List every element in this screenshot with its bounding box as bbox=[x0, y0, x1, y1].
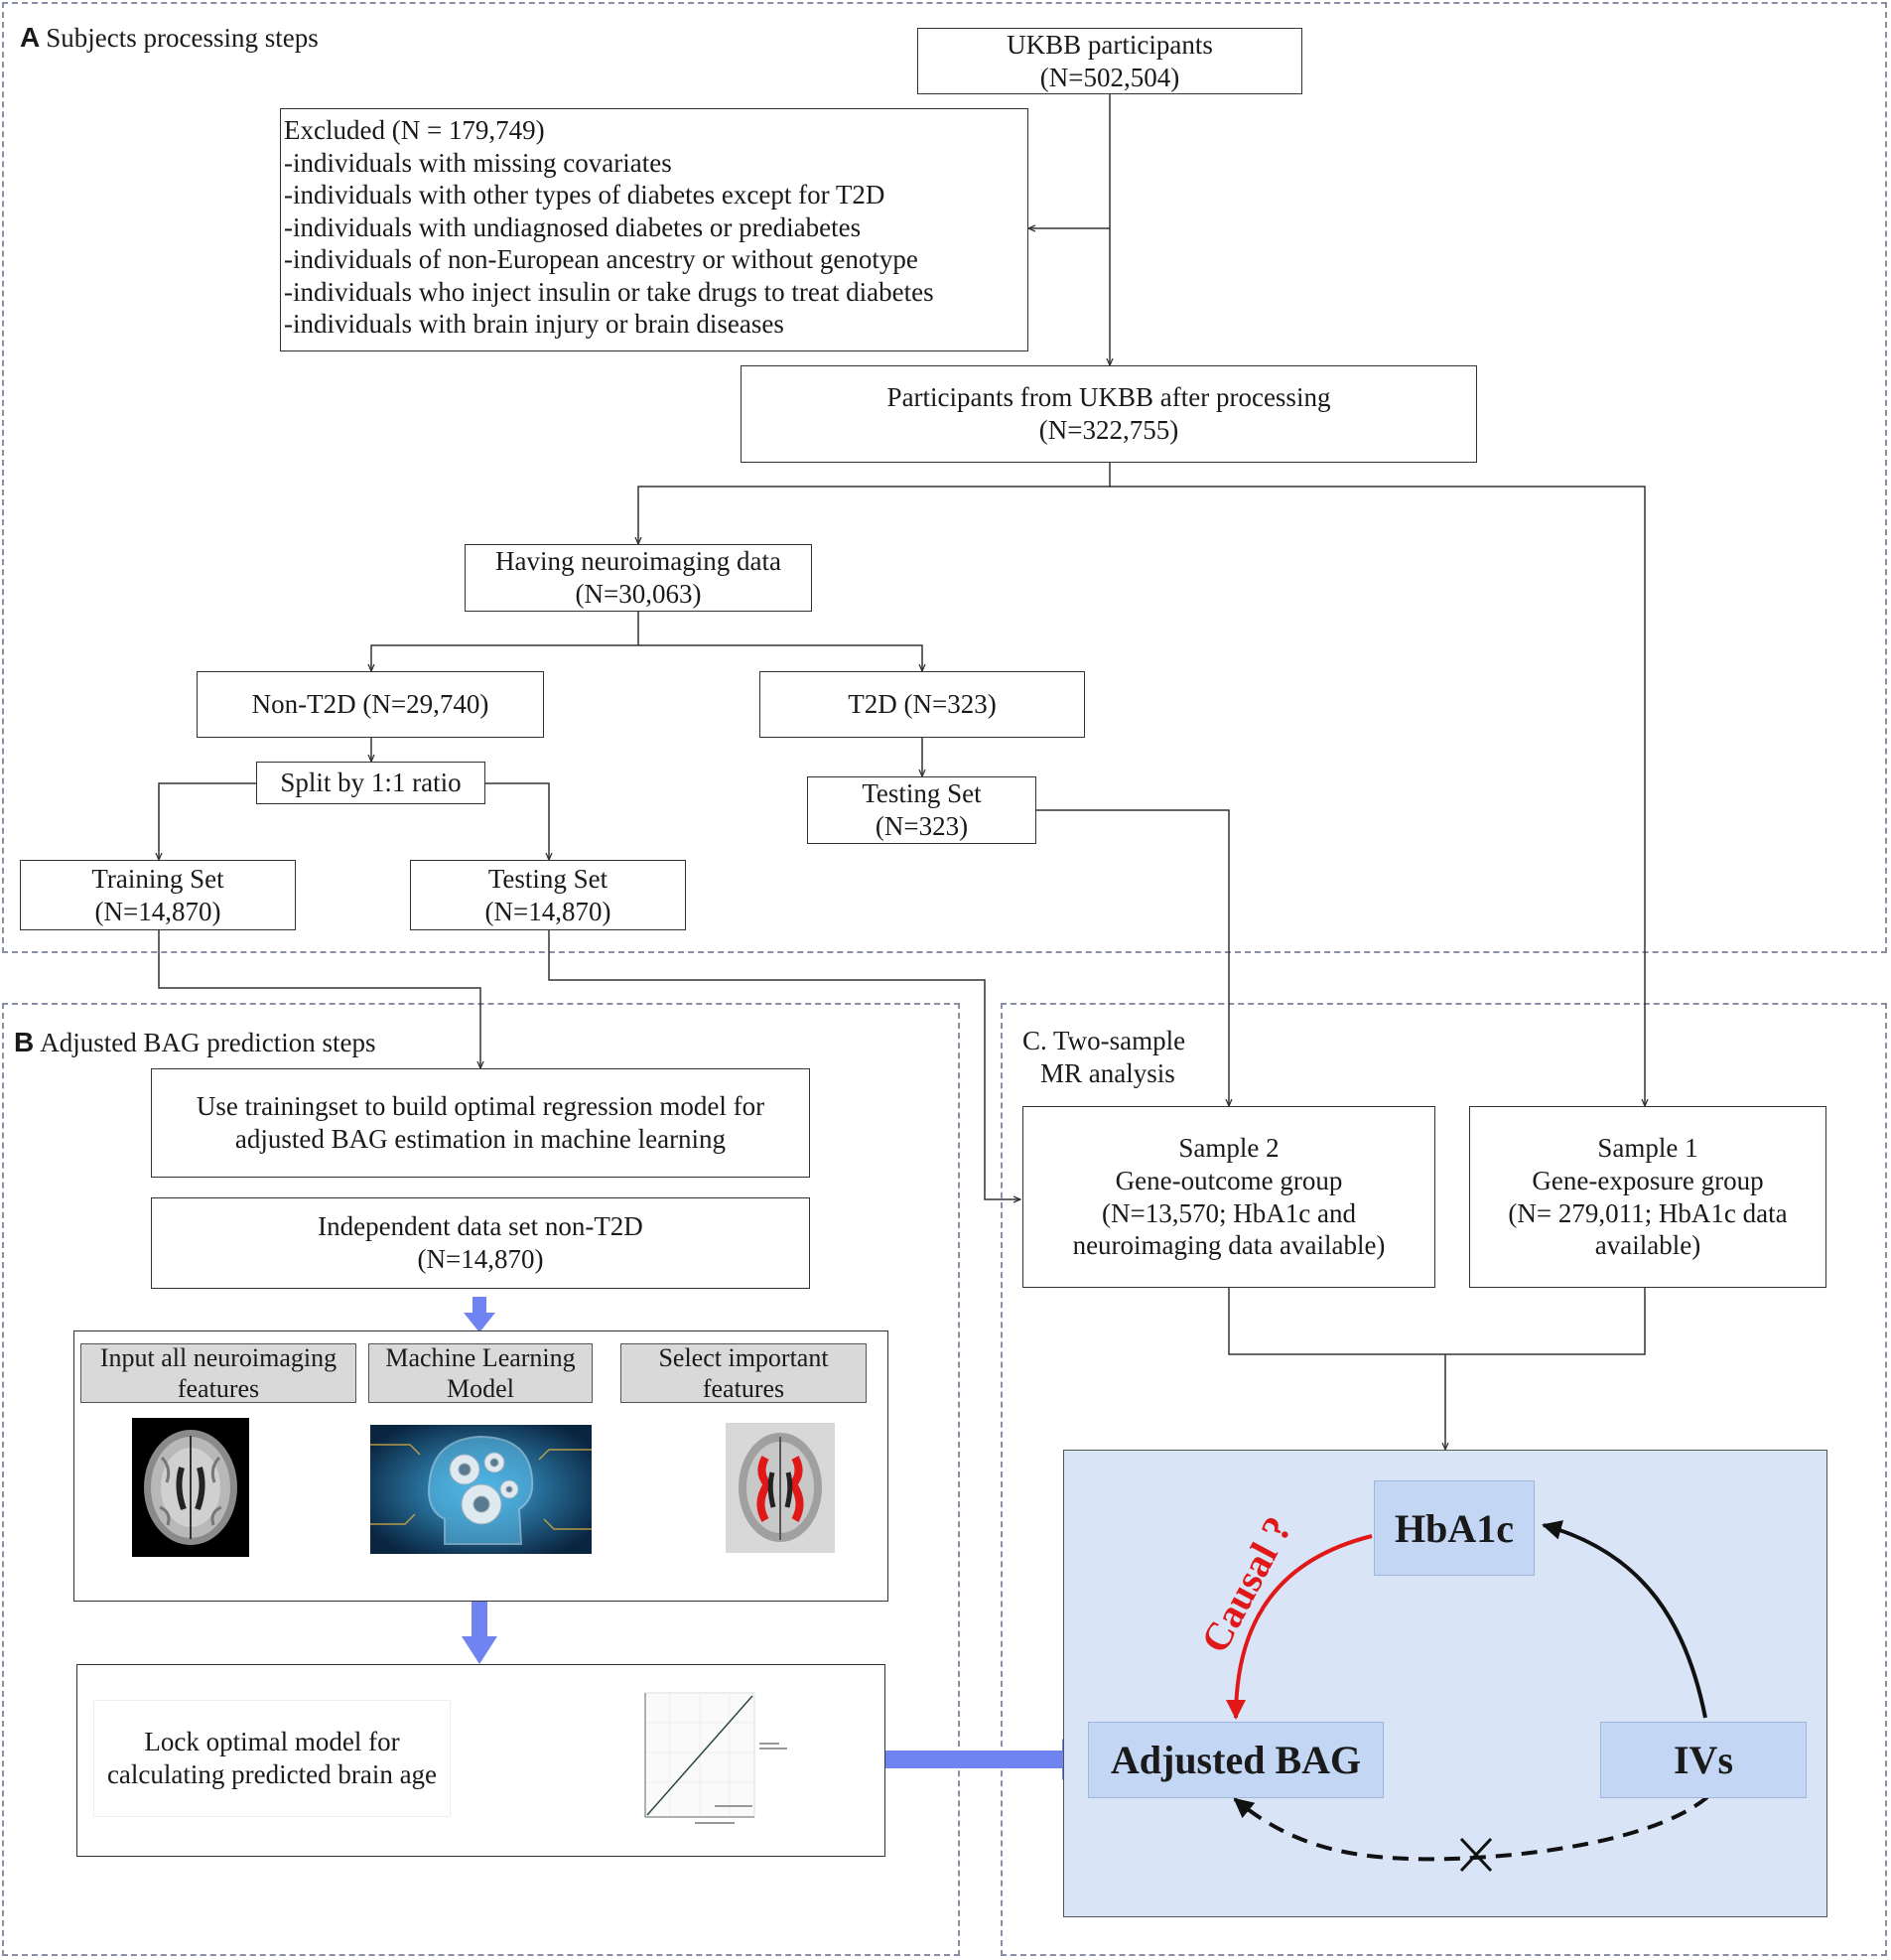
arrow-ivs-to-bag-blocked bbox=[1233, 1795, 1709, 1862]
arrow-after-to-neuro bbox=[638, 463, 1111, 544]
excluded-box: Excluded (N = 179,749) -individuals with… bbox=[280, 108, 1028, 351]
neuroimaging-box: Having neuroimaging data(N=30,063) bbox=[465, 544, 812, 612]
excluded-item: -individuals who inject insulin or take … bbox=[284, 276, 934, 307]
arrow-neuro-to-nont2d bbox=[371, 612, 639, 671]
blue-arrow-independent-to-pipeline bbox=[464, 1297, 495, 1332]
arrow-testing-to-sample2 bbox=[548, 930, 1020, 1199]
t2d-box: T2D (N=323) bbox=[759, 671, 1085, 738]
arrow-after-to-sample1 bbox=[1110, 486, 1645, 1106]
brain-age-plot-image bbox=[635, 1688, 794, 1837]
excluded-title: Excluded (N = 179,749) bbox=[284, 115, 545, 145]
excluded-item: -individuals with other types of diabete… bbox=[284, 180, 885, 210]
arrow-split-to-testing bbox=[485, 782, 549, 860]
independent-dataset-box: Independent data set non-T2D(N=14,870) bbox=[151, 1197, 810, 1289]
build-model-box: Use trainingset to build optimal regress… bbox=[151, 1068, 810, 1178]
excluded-item: -individuals with undiagnosed diabetes o… bbox=[284, 211, 862, 242]
brain-mri-image bbox=[132, 1418, 249, 1557]
arrow-ivs-to-hba1c bbox=[1542, 1520, 1707, 1719]
arrow-training-to-build bbox=[158, 930, 480, 1068]
excluded-item: -individuals with brain injury or brain … bbox=[284, 309, 784, 339]
ivs-node: IVs bbox=[1600, 1722, 1807, 1798]
blue-arrow-pipeline-to-lock bbox=[462, 1597, 497, 1664]
panel-c-title: C. Two-sample MR analysis bbox=[1022, 1026, 1186, 1088]
after-processing-box: Participants from UKBB after processing(… bbox=[741, 365, 1477, 463]
excluded-item: -individuals of non-European ancestry or… bbox=[284, 244, 918, 274]
sample1-box: Sample 1 Gene-exposure group (N= 279,011… bbox=[1469, 1106, 1826, 1288]
blocked-cross-icon bbox=[1459, 1837, 1493, 1873]
arrow-neuro-to-t2d bbox=[638, 644, 922, 671]
non-t2d-box: Non-T2D (N=29,740) bbox=[197, 671, 544, 738]
hba1c-node: HbA1c bbox=[1374, 1480, 1535, 1576]
line-samples-join bbox=[1228, 1288, 1646, 1355]
arrow-split-to-training bbox=[159, 782, 256, 860]
panel-a-frame bbox=[2, 2, 1887, 953]
sample2-box: Sample 2 Gene-outcome group (N=13,570; H… bbox=[1022, 1106, 1435, 1288]
arrow-testing323-to-sample2 bbox=[1036, 809, 1229, 1106]
testing-set-t2d-box: Testing Set(N=323) bbox=[807, 776, 1036, 844]
split-box: Split by 1:1 ratio bbox=[256, 762, 485, 804]
selected-features-brain-image bbox=[726, 1423, 835, 1553]
excluded-item: -individuals with missing covariates bbox=[284, 147, 672, 178]
ukbb-participants-box: UKBB participants(N=502,504) bbox=[917, 28, 1302, 94]
testing-set-box: Testing Set(N=14,870) bbox=[410, 860, 686, 930]
panel-c-frame bbox=[1001, 1003, 1887, 1956]
adjusted-bag-node: Adjusted BAG bbox=[1088, 1722, 1384, 1798]
training-set-box: Training Set(N=14,870) bbox=[20, 860, 296, 930]
machine-learning-image bbox=[370, 1425, 592, 1554]
blue-arrow-to-adjusted-bag bbox=[885, 1739, 1086, 1780]
arrow-hba1c-to-bag bbox=[1226, 1534, 1373, 1720]
